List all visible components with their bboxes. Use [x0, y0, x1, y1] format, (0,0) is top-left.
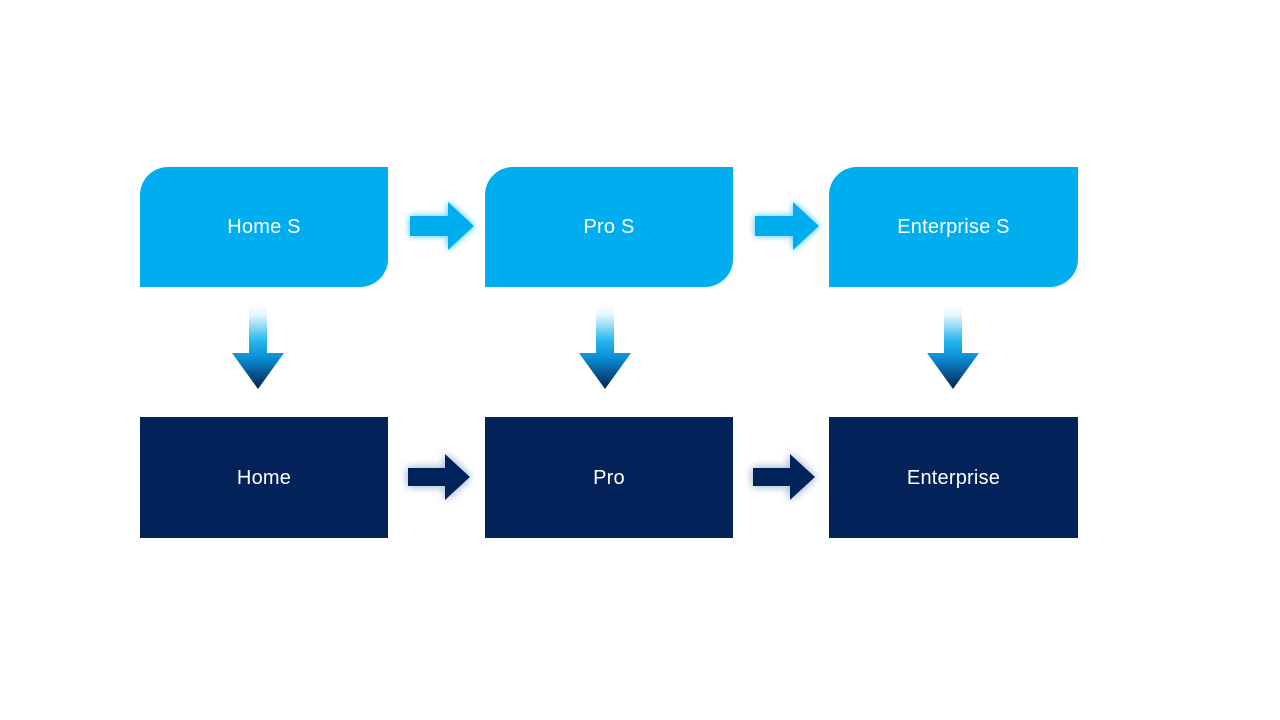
stage-label: Enterprise S	[897, 216, 1010, 238]
arrow-right-icon	[749, 194, 825, 258]
arrow-down-icon	[923, 305, 983, 393]
stage-box-home-service[interactable]: Home S	[140, 167, 388, 287]
stage-label: Pro	[593, 466, 625, 489]
arrow-right-icon	[400, 445, 476, 509]
stage-label: Pro S	[583, 216, 635, 238]
arrow-right-icon	[404, 194, 480, 258]
stage-box-pro-product[interactable]: Pro	[485, 417, 733, 538]
stage-label: Enterprise	[906, 466, 1001, 489]
arrow-down-icon	[228, 305, 288, 393]
stage-label: Home S	[227, 216, 301, 238]
stage-box-home-product[interactable]: Home	[140, 417, 388, 538]
arrow-down-icon	[575, 305, 635, 393]
arrow-right-icon	[745, 445, 821, 509]
stage-label: Home	[236, 466, 292, 489]
stage-box-enterprise-product[interactable]: Enterprise	[829, 417, 1078, 538]
stage-box-enterprise-service[interactable]: Enterprise S	[829, 167, 1078, 287]
stage-box-pro-service[interactable]: Pro S	[485, 167, 733, 287]
